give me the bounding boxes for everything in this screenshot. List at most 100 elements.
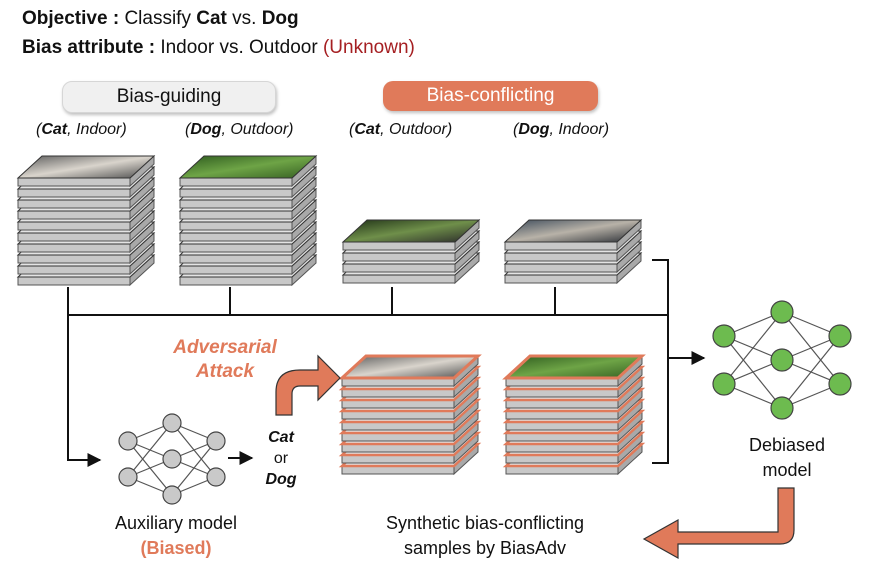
sheet-edge [504,252,618,262]
stack-attr: Outdoor [389,121,447,138]
sheet-edge [179,276,293,286]
stack-attr: Outdoor [230,121,289,138]
net-node [206,467,226,487]
image-sheet [16,155,156,179]
sheet-edge [342,252,456,262]
auxiliary-network [118,413,226,505]
sheet-edge [342,241,456,251]
synthetic-line1: Synthetic bias-conflicting [385,513,585,533]
objective-class-b: Dog [261,8,299,29]
stack-cat-outdoor [341,218,481,285]
image-sheet [178,155,318,179]
sheet-edge [179,232,293,242]
stack-dog-indoor [503,218,643,285]
sheet-edge [17,188,131,198]
sheet-edge [179,265,293,275]
stack-cat-indoor [16,154,156,287]
prediction-dog: Dog [265,471,297,488]
stack-attr: Indoor [76,121,122,138]
sheet-edge [17,254,131,264]
net-node [206,431,226,451]
attack-line1: Adversarial [173,337,277,358]
synthetic-line2: samples by BiasAdv [403,538,567,558]
sheet-edge [17,221,131,231]
sheet-edge [179,243,293,253]
merge-line [67,287,668,316]
attack-line2: Attack [195,361,255,382]
bias-text: Indoor vs. Outdoor [160,37,318,58]
sheet-edge [342,274,456,284]
net-node [828,372,852,396]
net-node [828,324,852,348]
sheet-edge [17,276,131,286]
net-node [118,467,138,487]
stack-caption: (Cat, Indoor) [36,121,127,138]
sheet-edge [17,210,131,220]
adversarial-attack-label: Adversarial Attack [150,336,300,384]
stack-class: Dog [518,121,550,138]
auxiliary-model-label: Auxiliary model (Biased) [84,511,268,561]
net-node [162,449,182,469]
objective-vs: vs. [232,8,257,29]
net-edge [781,335,841,409]
sheet-edge [179,221,293,231]
objective-label: Objective : [22,8,120,29]
synthetic-samples-label: Synthetic bias-conflicting samples by Bi… [340,511,630,561]
net-edge [127,422,173,478]
net-node [712,372,736,396]
sheet-edge [17,177,131,187]
sheet-edge [179,177,293,187]
sheet-edge [179,188,293,198]
stack-caption: (Dog, Outdoor) [185,121,294,138]
bias-guiding-pill: Bias-guiding [62,81,276,113]
net-node [770,396,794,420]
image-sheet [502,354,646,380]
stack-class: Cat [41,121,68,138]
bias-label: Bias attribute : [22,37,156,58]
stack-caption: (Dog, Indoor) [513,121,610,138]
net-node [118,431,138,451]
debiased-line2: model [762,460,812,480]
image-sheet [503,219,643,243]
stack-synthetic-cat [338,354,482,476]
net-node [162,485,182,505]
objective-class-a: Cat [196,8,227,29]
auxiliary-line2: (Biased) [140,538,212,558]
prediction-or: or [273,450,289,467]
stack-synthetic-dog [502,354,646,476]
bracket-line [652,259,669,464]
debiased-model-label: Debiased model [712,433,862,483]
sheet-edge [17,265,131,275]
auxiliary-line1: Auxiliary model [114,513,238,533]
sheet-edge [179,254,293,264]
net-node [770,348,794,372]
bias-unknown: (Unknown) [322,37,415,58]
objective-text: Classify [124,8,191,29]
sheet-edge [504,274,618,284]
net-edge [723,311,783,385]
debiased-line1: Debiased [748,435,826,455]
sheet-edge [504,263,618,273]
sheet-edge [17,232,131,242]
stack-class: Cat [354,121,381,138]
sheet-edge [179,210,293,220]
objective-line: Objective : Classify Cat vs. Dog [22,8,299,30]
bias-line: Bias attribute : Indoor vs. Outdoor (Unk… [22,37,415,59]
stack-class: Dog [190,121,222,138]
debiased-network [712,300,852,420]
sheet-edge [179,199,293,209]
net-node [162,413,182,433]
sheet-edge [342,263,456,273]
arrow-to-auxiliary [67,315,102,467]
stack-attr: Indoor [558,121,604,138]
return-arrow [642,487,795,560]
image-sheet [341,219,481,243]
sheet-edge [504,241,618,251]
net-edge [171,440,217,496]
image-sheet [338,354,482,380]
prediction-cat: Cat [268,429,294,446]
prediction-label: Cat or Dog [256,427,306,490]
net-node [770,300,794,324]
